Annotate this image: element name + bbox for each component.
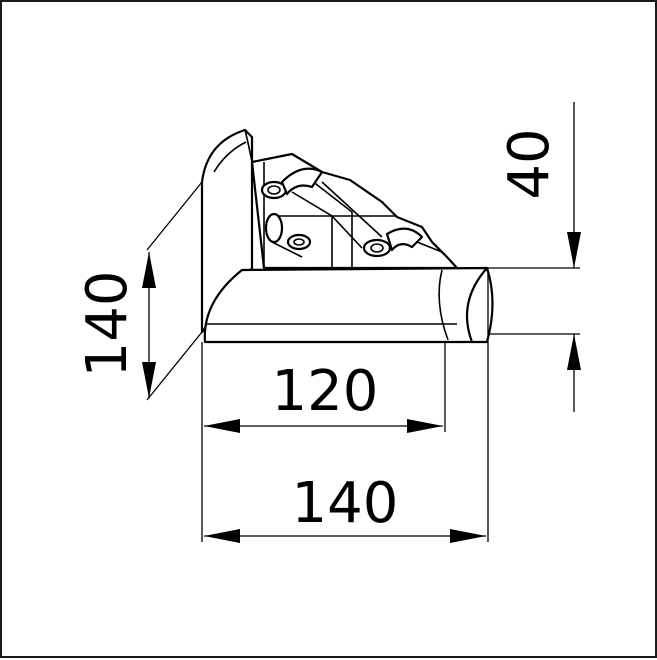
dimension-inner-width [204,419,443,433]
dimension-height-left [142,181,203,401]
dimension-outer-width-label: 140 [292,471,399,536]
arrow-down-icon [142,362,156,398]
arrow-up-icon [142,252,156,288]
arrow-right-icon [450,529,486,543]
arrow-right-icon [407,419,443,433]
corner-bracket-part [200,128,494,344]
dimension-height-left-label: 140 [75,271,140,378]
arrow-left-icon [204,419,240,433]
arrow-left-icon [204,529,240,543]
dimension-inner-width-label: 120 [272,359,379,424]
dimension-thickness-label: 40 [497,128,562,199]
dimension-thickness [488,102,581,412]
arrow-up-icon [567,334,581,370]
arrow-down-icon [567,232,581,268]
dimension-outer-width [204,529,486,543]
